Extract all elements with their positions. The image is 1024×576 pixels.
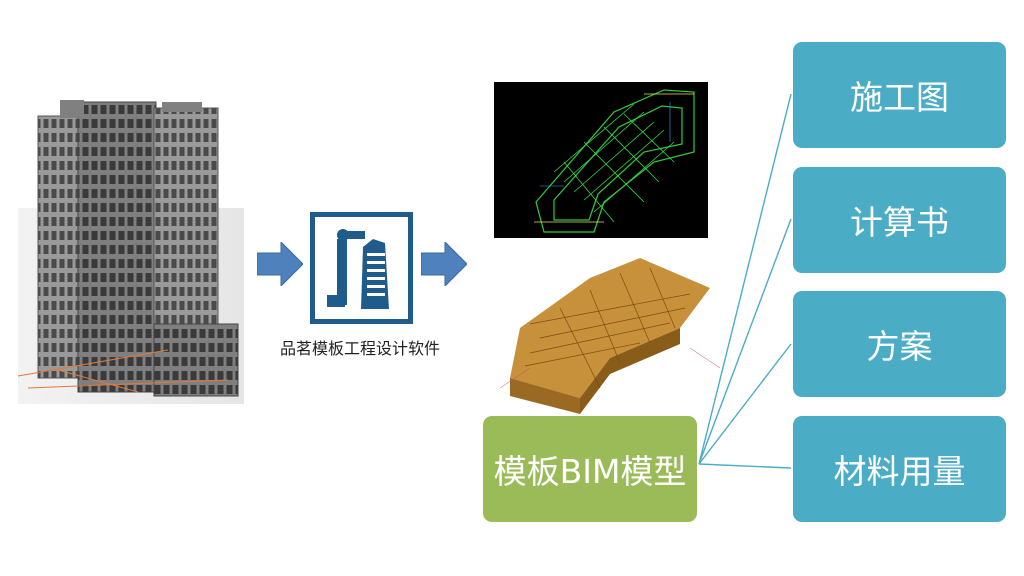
output-calculation-book-box: 计算书 [793, 167, 1006, 273]
right-arrow-icon [257, 242, 303, 286]
software-logo-icon [310, 212, 413, 324]
cad-plan-drawing [494, 82, 708, 238]
software-name-label: 品茗模板工程设计软件 [279, 339, 440, 358]
formwork-3d-model [499, 258, 721, 414]
output-plan-box: 方案 [793, 291, 1006, 397]
output-material-quantity-box: 材料用量 [793, 416, 1006, 522]
right-arrow-icon [421, 242, 467, 286]
building-illustration [18, 100, 244, 404]
output-construction-drawing-box: 施工图 [793, 42, 1006, 148]
bim-model-box: 模板BIM模型 [483, 416, 697, 522]
